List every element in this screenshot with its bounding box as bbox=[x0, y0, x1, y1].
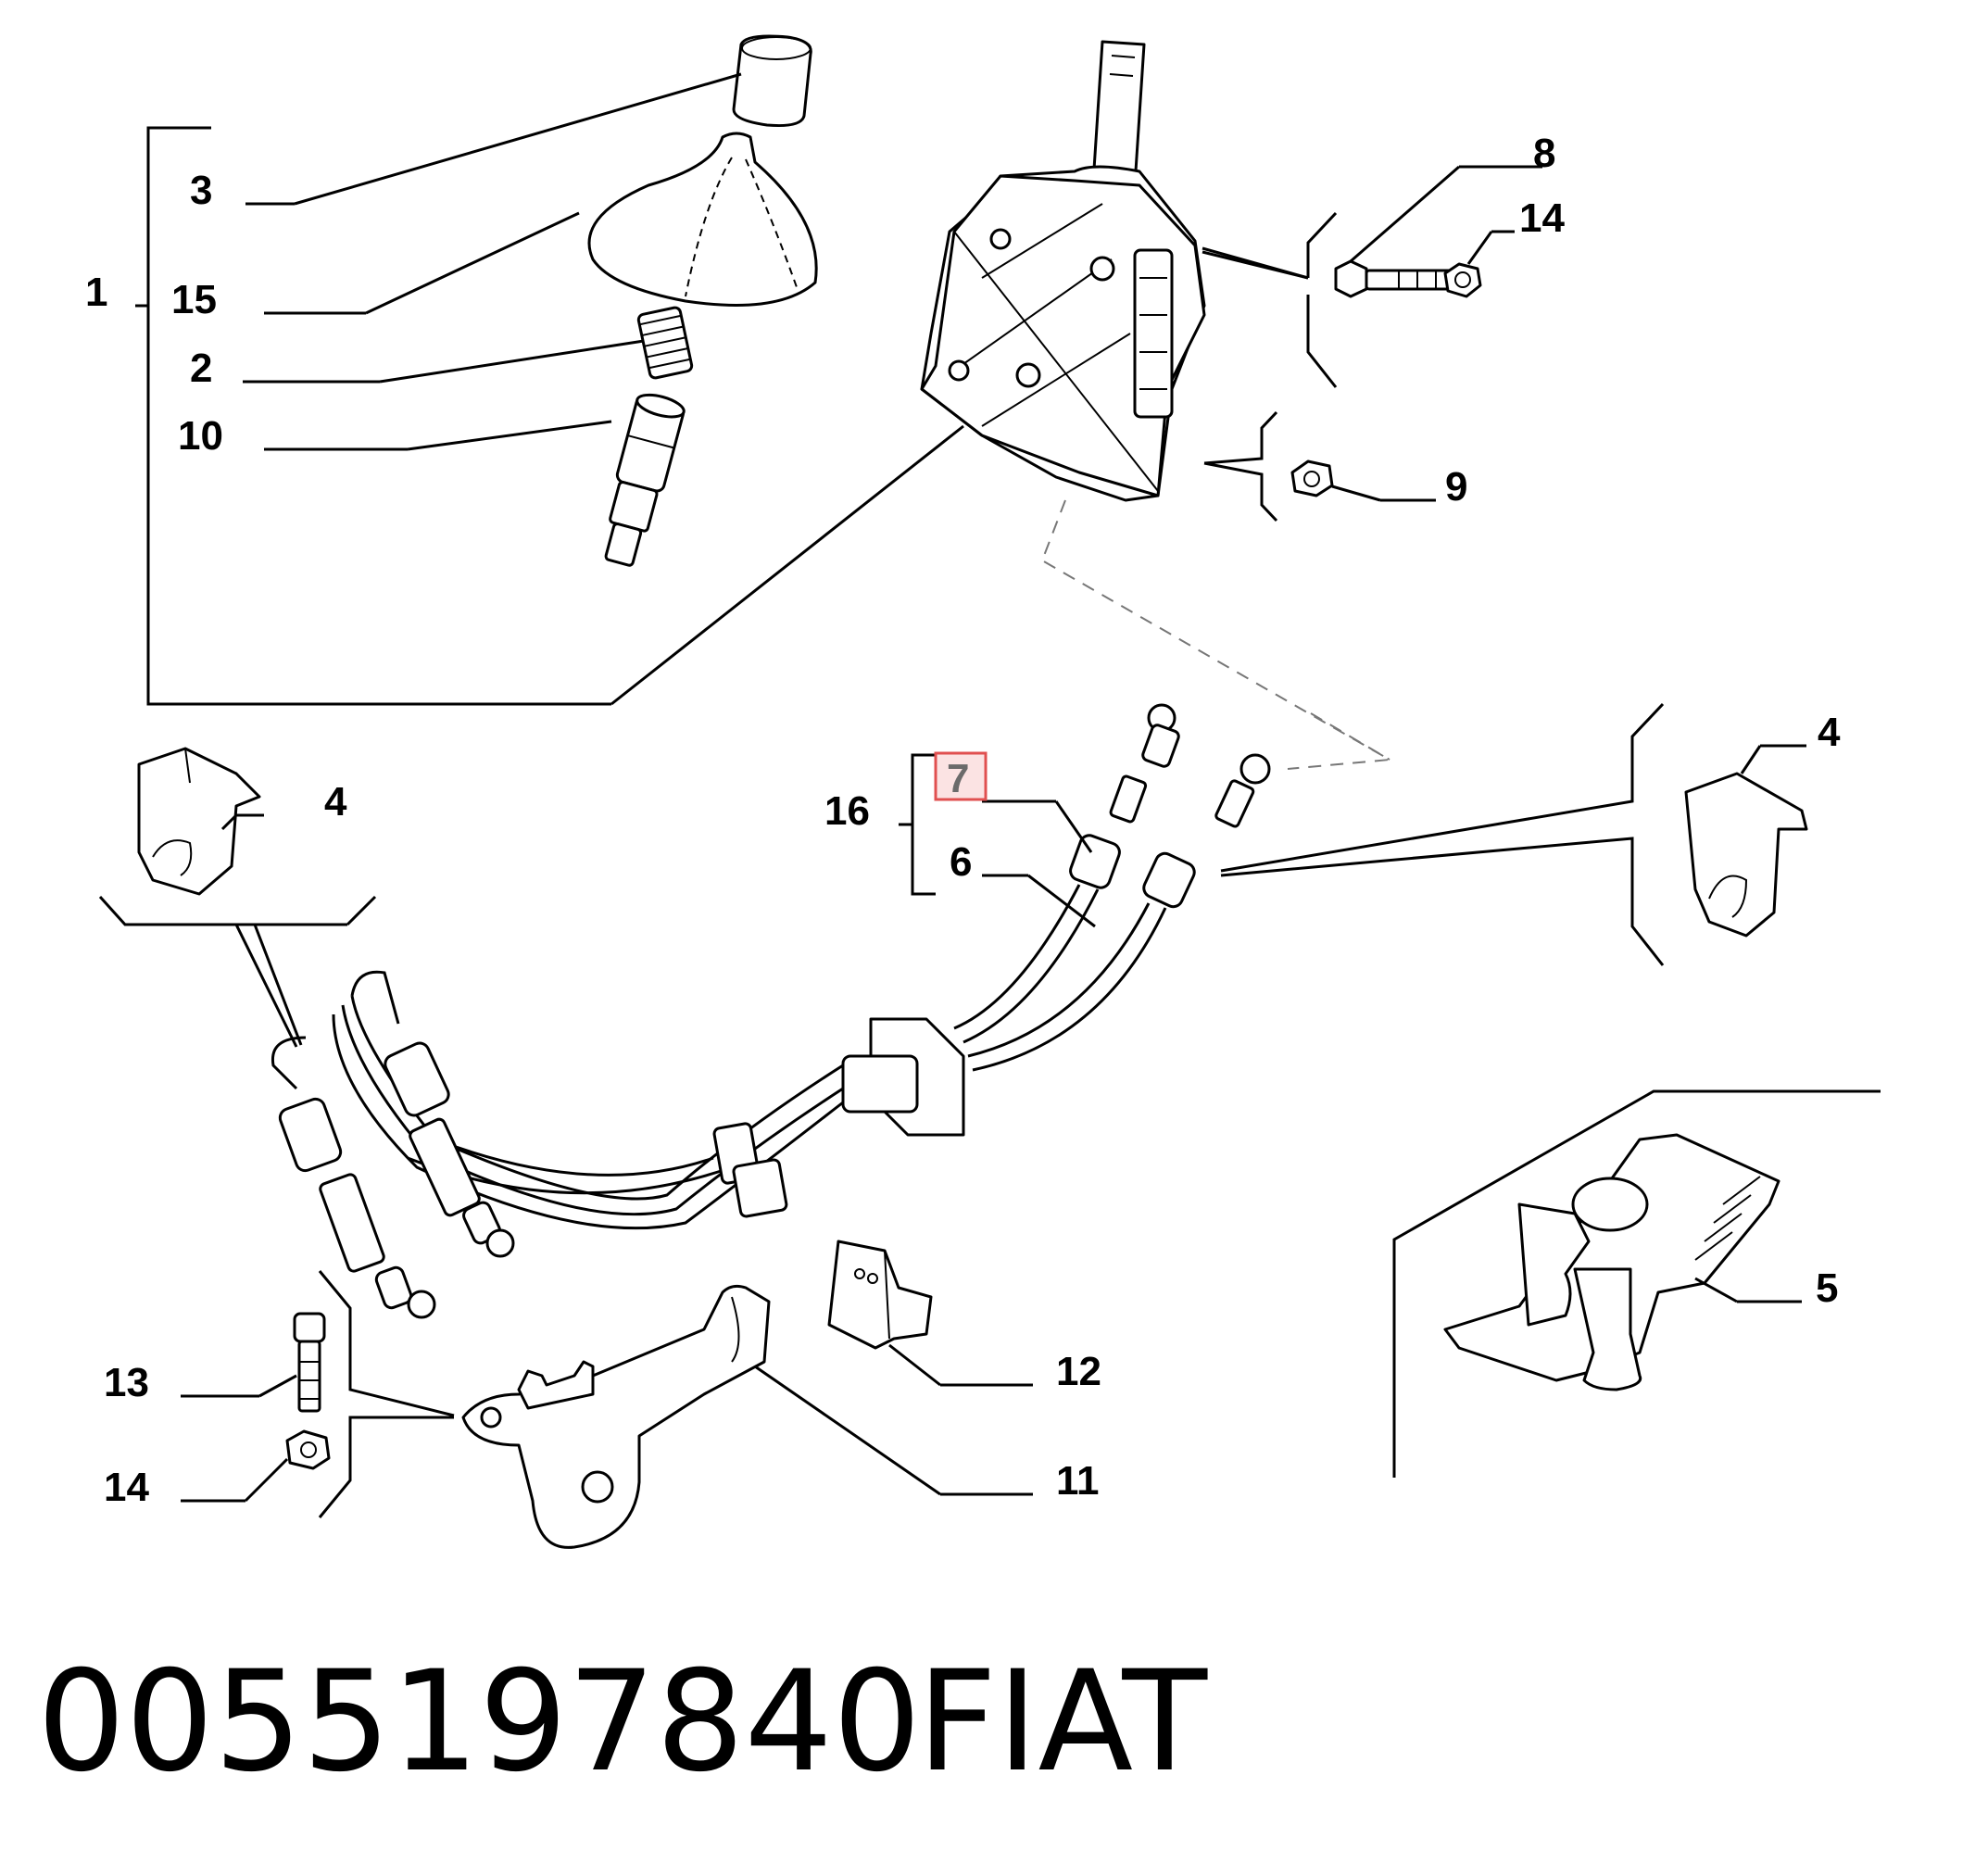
callout-14-top: 14 bbox=[1519, 195, 1565, 241]
callout-15: 15 bbox=[171, 277, 217, 322]
callout-16: 16 bbox=[824, 788, 870, 834]
gear-knob bbox=[732, 34, 812, 127]
callout-9: 9 bbox=[1445, 464, 1467, 510]
callout-5: 5 bbox=[1816, 1265, 1838, 1311]
group-1-bracket bbox=[135, 126, 964, 706]
cable-assembly bbox=[271, 970, 965, 1319]
guide-sleeve bbox=[604, 393, 686, 567]
shift-bracket bbox=[461, 1284, 771, 1549]
callout-1: 1 bbox=[85, 270, 107, 315]
callout-12: 12 bbox=[1056, 1349, 1101, 1394]
callout-4-left: 4 bbox=[324, 779, 347, 825]
callout-highlight-box bbox=[934, 751, 988, 801]
callout-10: 10 bbox=[178, 413, 223, 459]
part-number: 0055197840 bbox=[37, 1642, 921, 1803]
callout-6: 6 bbox=[950, 839, 972, 885]
nut-top bbox=[1443, 262, 1482, 298]
cable-clip-right bbox=[1684, 772, 1808, 938]
mount-bracket-8 bbox=[1202, 211, 1338, 388]
mount-bracket-13-14 bbox=[318, 1270, 455, 1518]
shifter-housing bbox=[920, 40, 1206, 502]
brand-name: FIAT bbox=[917, 1642, 1208, 1803]
callout-4-right: 4 bbox=[1818, 710, 1841, 755]
nut-9 bbox=[1290, 459, 1334, 497]
mount-bracket-right bbox=[1220, 702, 1665, 966]
callout-8: 8 bbox=[1533, 131, 1555, 176]
callout-11: 11 bbox=[1056, 1458, 1100, 1504]
rubber-pad bbox=[827, 1240, 933, 1350]
bolt-13 bbox=[293, 1312, 326, 1413]
mount-bracket-9 bbox=[1203, 410, 1278, 522]
callout-14-bottom: 14 bbox=[104, 1465, 149, 1510]
nut-14-bottom bbox=[285, 1429, 331, 1470]
callout-3: 3 bbox=[190, 168, 212, 213]
support-bracket bbox=[1443, 1133, 1780, 1391]
callout-13: 13 bbox=[104, 1360, 149, 1405]
gear-boot bbox=[587, 132, 818, 307]
group-16-bracket bbox=[899, 753, 936, 896]
mount-bracket-5 bbox=[1392, 1089, 1881, 1478]
cable-end-upper bbox=[953, 703, 1271, 1072]
cable-clip-left bbox=[137, 747, 261, 896]
callout-7: 7 bbox=[947, 756, 969, 801]
spring bbox=[636, 306, 694, 380]
bolt bbox=[1334, 259, 1466, 298]
callout-2: 2 bbox=[190, 346, 212, 391]
